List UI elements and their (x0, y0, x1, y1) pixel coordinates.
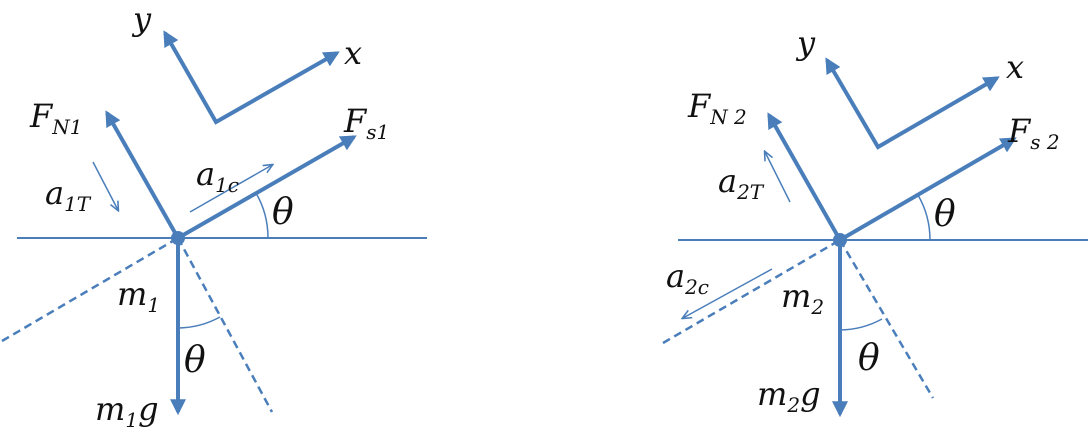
normal-force-subscript: N1 (51, 115, 82, 139)
mass-label: m1 (117, 275, 160, 317)
weight-symbol: m (95, 390, 125, 428)
angle-lower-label: θ (184, 340, 206, 381)
angle-arc-lower (839, 318, 883, 331)
string-force-arrow (838, 137, 1017, 242)
mass-point (171, 231, 185, 245)
tangential-accel-symbol: a (45, 174, 64, 212)
weight-subscript: 2 (786, 393, 800, 417)
axis-x-label: x (1006, 48, 1024, 86)
string-force-subscript: s1 (366, 120, 389, 144)
string-force-label: Fs 2 (1007, 112, 1060, 154)
centripetal-accel-subscript: 2c (684, 275, 709, 299)
vertical-dashed-line (176, 237, 274, 413)
weight-subscript: 1 (125, 408, 138, 432)
mass-symbol: m (781, 277, 811, 315)
string-force-subscript: s 2 (1030, 130, 1059, 154)
weight-label: m2g (757, 375, 821, 417)
tangential-accel-subscript: 2T (736, 180, 765, 204)
diagram-right: y x FN 2 Fs 2 a2T a2c θ θ m2 m2g (662, 24, 1088, 418)
angle-upper-label: θ (934, 194, 956, 235)
string-force-arrow (177, 135, 357, 240)
angle-arc-lower (177, 316, 221, 329)
mass-point (833, 233, 847, 247)
tangential-accel-subscript: 1T (64, 192, 92, 216)
mass-subscript: 2 (810, 295, 824, 319)
centripetal-accel-arrow (683, 268, 773, 318)
tangential-accel-arrow (765, 152, 791, 203)
diagram-left: y x FN1 Fs1 a1T a1c θ θ m1 m1g (1, 0, 427, 432)
centripetal-accel-label: a2c (666, 257, 709, 299)
centripetal-accel-arrow (189, 165, 272, 213)
incline-dashed-line (662, 238, 841, 345)
tangential-accel-arrow (92, 161, 118, 210)
angle-upper-label: θ (272, 192, 294, 233)
tangential-accel-label: a1T (45, 174, 92, 216)
normal-force-subscript: N 2 (709, 105, 747, 129)
angle-lower-label: θ (858, 338, 880, 379)
incline-dashed-line (1, 236, 179, 343)
axis-frame (825, 57, 1000, 150)
normal-force-symbol: F (687, 87, 712, 125)
weight-symbol: m (757, 375, 787, 413)
string-force-symbol: F (1007, 112, 1032, 150)
angle-arc-upper (255, 192, 269, 239)
centripetal-accel-subscript: 1c (215, 173, 239, 197)
angle-arc-upper (917, 194, 931, 241)
tangential-accel-label: a2T (718, 162, 765, 204)
weight-g: g (138, 390, 158, 428)
axis-y-label: y (795, 24, 816, 62)
normal-force-arrow (767, 112, 842, 241)
string-force-label: Fs1 (343, 102, 389, 144)
normal-force-label: FN 2 (687, 87, 747, 129)
mass-symbol: m (117, 275, 147, 313)
mass-label: m2 (781, 277, 824, 319)
axis-y-label: y (131, 0, 152, 38)
normal-force-arrow (105, 110, 180, 239)
vertical-dashed-line (838, 239, 935, 399)
centripetal-accel-symbol: a (666, 257, 685, 295)
axis-frame (163, 30, 340, 125)
centripetal-accel-label: a1c (196, 155, 239, 197)
normal-force-label: FN1 (29, 97, 82, 139)
centripetal-accel-symbol: a (196, 155, 215, 193)
tangential-accel-symbol: a (718, 162, 737, 200)
mass-subscript: 1 (147, 293, 160, 317)
axis-x-label: x (344, 34, 362, 72)
string-force-symbol: F (343, 102, 368, 140)
weight-label: m1g (95, 390, 159, 432)
weight-g: g (800, 375, 820, 413)
normal-force-symbol: F (29, 97, 54, 135)
